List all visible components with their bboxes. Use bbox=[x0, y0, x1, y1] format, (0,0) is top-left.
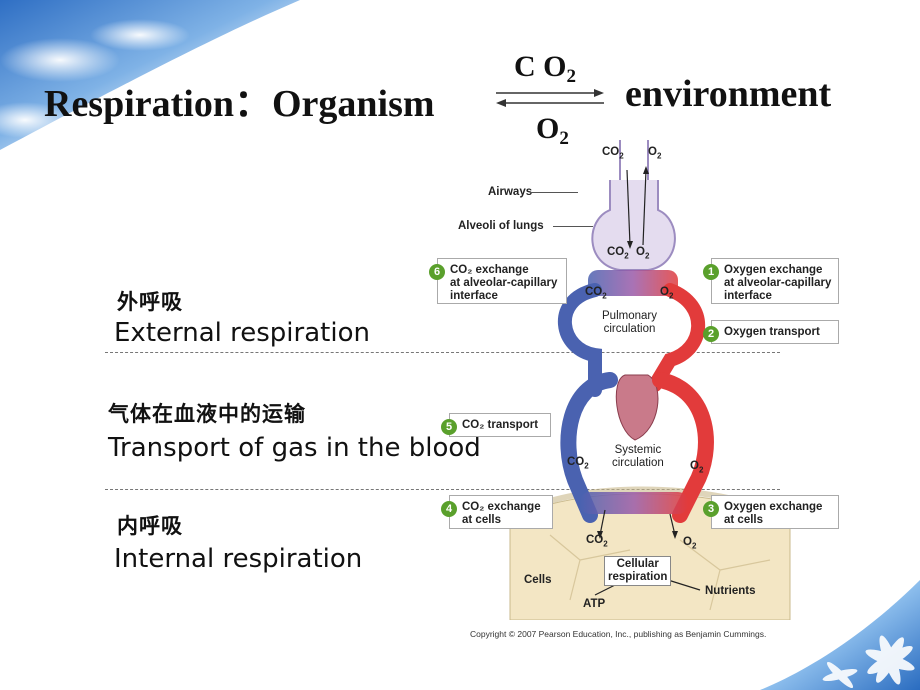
label-top-co2: CO2 bbox=[602, 146, 624, 161]
o2-label: O2 bbox=[536, 112, 569, 149]
section-transport-en: Transport of gas in the blood bbox=[108, 433, 481, 463]
label-alv-co2: CO2 bbox=[607, 246, 629, 261]
divider-1 bbox=[105, 352, 780, 353]
label-sys-o2: O2 bbox=[690, 460, 704, 475]
step-3-badge: 3 bbox=[703, 501, 719, 517]
step-4-badge: 4 bbox=[441, 501, 457, 517]
pulmonary-vein-left bbox=[558, 283, 602, 397]
section-internal-en: Internal respiration bbox=[114, 544, 363, 574]
step-6-badge: 6 bbox=[429, 264, 445, 280]
title-right: environment bbox=[625, 73, 832, 115]
label-pulm-co2: CO2 bbox=[585, 286, 607, 301]
systemic-artery bbox=[652, 372, 714, 523]
step-5-box: 5 CO₂ transport bbox=[441, 413, 551, 437]
label-alveoli: Alveoli of lungs bbox=[458, 220, 544, 232]
label-alv-o2: O2 bbox=[636, 246, 650, 261]
label-cells: Cells bbox=[524, 574, 552, 586]
section-external-cn: 外呼吸 bbox=[117, 290, 183, 314]
step-2-badge: 2 bbox=[703, 326, 719, 342]
step-1-badge: 1 bbox=[703, 264, 719, 280]
title-left: Respiration：Organism bbox=[44, 83, 435, 125]
section-internal-cn: 内呼吸 bbox=[117, 514, 183, 538]
step-5-badge: 5 bbox=[441, 419, 457, 435]
label-airways: Airways bbox=[488, 186, 533, 198]
label-sys-co2: CO2 bbox=[567, 456, 589, 471]
sky-corner-decoration bbox=[0, 0, 300, 150]
systemic-vein bbox=[560, 372, 618, 523]
airways-leader-line bbox=[530, 192, 578, 193]
alveoli-leader-line bbox=[553, 226, 593, 227]
section-external-en: External respiration bbox=[114, 318, 370, 348]
flower-corner-decoration bbox=[760, 580, 920, 690]
step-2-box: 2 Oxygen transport bbox=[703, 320, 839, 344]
label-nutrients: Nutrients bbox=[705, 585, 756, 597]
co2-label: C O2 bbox=[514, 50, 576, 87]
exchange-arrows bbox=[496, 89, 604, 107]
label-cell-o2: O2 bbox=[683, 536, 697, 551]
alveoli-shape bbox=[591, 180, 676, 271]
copyright-text: Copyright © 2007 Pearson Education, Inc.… bbox=[470, 629, 767, 639]
section-transport-cn: 气体在血液中的运输 bbox=[108, 402, 306, 426]
pulmonary-artery-right bbox=[648, 283, 706, 392]
divider-2 bbox=[105, 489, 780, 490]
respiration-diagram bbox=[508, 140, 792, 620]
label-pulm-o2: O2 bbox=[660, 286, 674, 301]
label-top-o2: O2 bbox=[648, 146, 662, 161]
label-cell-co2: CO2 bbox=[586, 534, 608, 549]
label-atp: ATP bbox=[583, 598, 606, 610]
systemic-capillaries bbox=[580, 492, 688, 514]
heart-shape bbox=[615, 374, 659, 441]
pulmonary-capillaries bbox=[588, 270, 678, 296]
